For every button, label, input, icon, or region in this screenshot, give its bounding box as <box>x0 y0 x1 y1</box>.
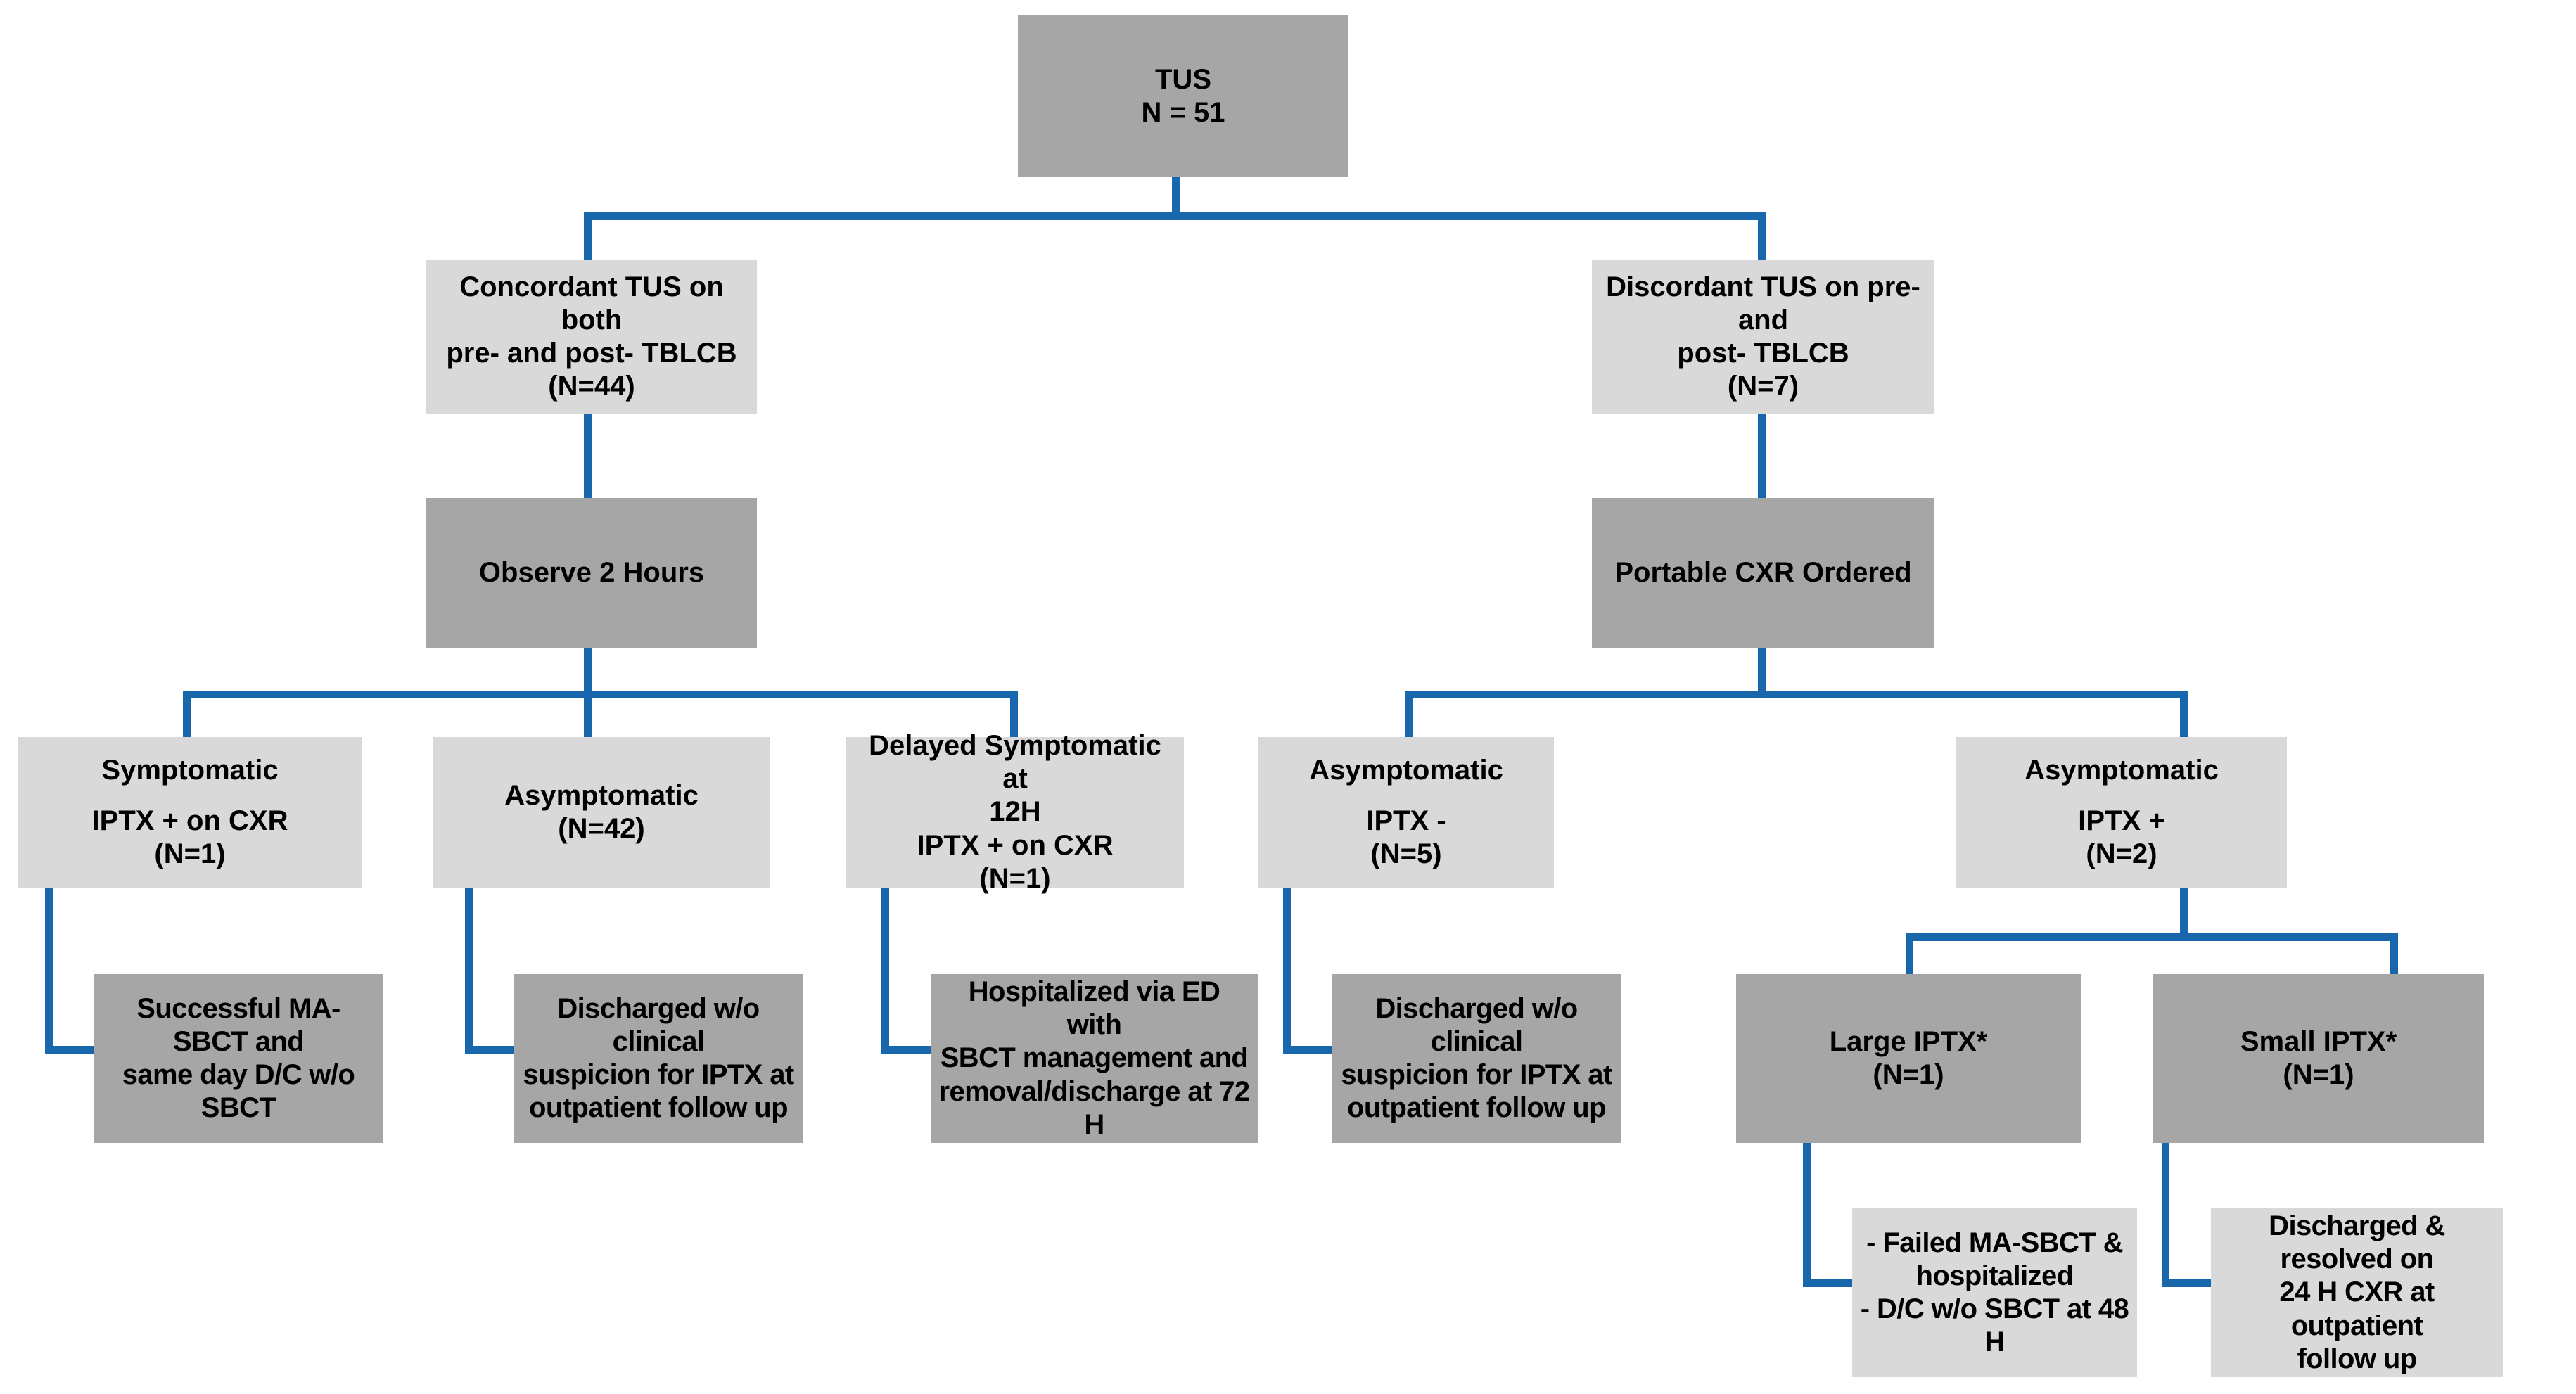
node-small-iptx-line1: Small IPTX* <box>2240 1025 2397 1057</box>
connector-observe-stem <box>584 648 592 691</box>
node-outcome-discharged-42-line2: suspicion for IPTX at <box>523 1059 794 1090</box>
node-outcome-failed-masbct[interactable]: - Failed MA-SBCT & hospitalized - D/C w/… <box>1852 1208 2137 1377</box>
node-outcome-resolved-24h-line1: Discharged & resolved on <box>2269 1210 2445 1275</box>
connector-root-right-drop <box>1758 212 1766 260</box>
node-outcome-failed-masbct-line3: - D/C w/o SBCT at 48 H <box>1860 1293 2129 1358</box>
node-asymptomatic-iptx-negative-spacer <box>1265 787 1547 805</box>
connector-small-elbow-horizontal <box>2162 1279 2211 1287</box>
node-delayed-symptomatic[interactable]: Delayed Symptomatic at 12H IPTX + on CXR… <box>846 730 1184 894</box>
connector-asymptomatic42-elbow-vertical <box>465 888 473 1054</box>
node-large-iptx[interactable]: Large IPTX* (N=1) <box>1736 974 2081 1143</box>
node-delayed-symptomatic-line4: (N=1) <box>979 862 1051 894</box>
node-outcome-hospitalized-ed-line3: removal/discharge at 72 H <box>938 1075 1251 1140</box>
connector-symptomatic-elbow-horizontal <box>45 1046 94 1054</box>
node-asymptomatic-iptx-negative-line1: Asymptomatic <box>1309 754 1503 786</box>
node-delayed-symptomatic-line3: IPTX + on CXR <box>917 829 1114 861</box>
node-asymptomatic-iptx-positive-spacer <box>1963 787 2280 805</box>
node-discordant-tus-line3: (N=7) <box>1727 371 1799 402</box>
connector-small-elbow-vertical <box>2162 1143 2169 1287</box>
node-outcome-resolved-24h-line3: follow up <box>2297 1343 2417 1374</box>
connector-discordant-to-cxr <box>1758 414 1766 498</box>
node-large-iptx-line1: Large IPTX* <box>1829 1025 1988 1057</box>
node-outcome-failed-masbct-line2: hospitalized <box>1915 1260 2074 1291</box>
node-asymptomatic-iptx-negative-line2: IPTX - <box>1366 805 1446 836</box>
node-asymptomatic-iptx-positive-line3: (N=2) <box>2086 838 2157 869</box>
node-large-iptx-line2: (N=1) <box>1873 1059 1944 1090</box>
node-tus-root-line2: N = 51 <box>1141 97 1225 128</box>
node-outcome-failed-masbct-line1: - Failed MA-SBCT & <box>1866 1227 2123 1258</box>
node-symptomatic-spacer <box>25 787 355 805</box>
connector-large-elbow-horizontal <box>1803 1279 1852 1287</box>
node-outcome-successful-masbct-line2: same day D/C w/o SBCT <box>122 1059 355 1124</box>
connector-iptxpos-drop-small <box>2390 933 2398 974</box>
connector-symptomatic-elbow-vertical <box>45 888 53 1054</box>
node-concordant-tus-line1: Concordant TUS on both <box>459 271 724 335</box>
node-discordant-tus[interactable]: Discordant TUS on pre- and post- TBLCB (… <box>1592 260 1934 414</box>
node-delayed-symptomatic-line2: 12H <box>989 796 1041 828</box>
node-outcome-resolved-24h[interactable]: Discharged & resolved on 24 H CXR at out… <box>2211 1208 2503 1377</box>
node-concordant-tus-line3: (N=44) <box>548 371 635 402</box>
node-asymptomatic-iptx-negative[interactable]: Asymptomatic IPTX - (N=5) <box>1258 737 1554 888</box>
node-outcome-hospitalized-ed[interactable]: Hospitalized via ED with SBCT management… <box>931 974 1258 1143</box>
connector-cxr-bar <box>1405 691 2188 698</box>
node-portable-cxr-ordered-label: Portable CXR Ordered <box>1614 556 1912 588</box>
connector-concordant-to-observe <box>584 414 592 498</box>
node-outcome-discharged-42[interactable]: Discharged w/o clinical suspicion for IP… <box>514 974 803 1143</box>
connector-iptxneg-elbow-horizontal <box>1283 1046 1332 1054</box>
node-symptomatic-line3: (N=1) <box>154 838 226 869</box>
node-asymptomatic-42-line1: Asymptomatic <box>504 779 699 811</box>
node-asymptomatic-42[interactable]: Asymptomatic (N=42) <box>433 737 770 888</box>
node-symptomatic-line2: IPTX + on CXR <box>91 805 288 836</box>
connector-observe-drop-delayed <box>1010 691 1018 737</box>
node-delayed-symptomatic-line1: Delayed Symptomatic at <box>869 730 1161 795</box>
node-outcome-discharged-42-line1: Discharged w/o clinical <box>557 992 760 1057</box>
node-outcome-discharged-42-line3: outpatient follow up <box>529 1092 789 1124</box>
connector-cxr-drop-iptxpos <box>2180 691 2188 737</box>
node-outcome-hospitalized-ed-line2: SBCT management and <box>940 1042 1249 1074</box>
connector-root-stem <box>1172 177 1180 212</box>
node-symptomatic-line1: Symptomatic <box>101 754 279 786</box>
node-outcome-successful-masbct[interactable]: Successful MA-SBCT and same day D/C w/o … <box>94 974 383 1143</box>
node-small-iptx[interactable]: Small IPTX* (N=1) <box>2153 974 2484 1143</box>
connector-root-bar <box>584 212 1766 220</box>
connector-delayed-elbow-horizontal <box>881 1046 931 1054</box>
node-outcome-resolved-24h-line2: 24 H CXR at outpatient <box>2279 1277 2435 1341</box>
connector-observe-drop-asymptomatic <box>584 691 592 737</box>
node-small-iptx-line2: (N=1) <box>2283 1059 2354 1090</box>
node-discordant-tus-line1: Discordant TUS on pre- and <box>1606 271 1920 335</box>
node-observe-2-hours[interactable]: Observe 2 Hours <box>426 498 757 648</box>
node-asymptomatic-iptx-negative-line3: (N=5) <box>1370 838 1442 869</box>
node-asymptomatic-iptx-positive-line2: IPTX + <box>2078 805 2165 836</box>
node-concordant-tus[interactable]: Concordant TUS on both pre- and post- TB… <box>426 260 757 414</box>
connector-cxr-stem <box>1758 648 1766 691</box>
node-tus-root-line1: TUS <box>1155 63 1211 95</box>
node-outcome-hospitalized-ed-line1: Hospitalized via ED with <box>968 976 1220 1041</box>
node-outcome-successful-masbct-line1: Successful MA-SBCT and <box>136 992 340 1057</box>
node-outcome-discharged-5-line1: Discharged w/o clinical <box>1375 992 1578 1057</box>
connector-observe-drop-symptomatic <box>183 691 191 737</box>
node-discordant-tus-line2: post- TBLCB <box>1677 338 1849 369</box>
connector-iptxneg-elbow-vertical <box>1283 888 1291 1054</box>
connector-delayed-elbow-vertical <box>881 888 889 1054</box>
connector-root-left-drop <box>584 212 592 260</box>
node-asymptomatic-42-line2: (N=42) <box>558 813 645 844</box>
connector-asymptomatic42-elbow-horizontal <box>465 1046 514 1054</box>
connector-iptxpos-drop-large <box>1906 933 1913 974</box>
connector-iptxpos-bar <box>1906 933 2398 941</box>
node-symptomatic[interactable]: Symptomatic IPTX + on CXR (N=1) <box>18 737 362 888</box>
connector-large-elbow-vertical <box>1803 1143 1811 1287</box>
node-asymptomatic-iptx-positive-line1: Asymptomatic <box>2025 754 2219 786</box>
node-tus-root[interactable]: TUS N = 51 <box>1018 15 1348 177</box>
connector-observe-bar <box>183 691 1018 698</box>
node-outcome-discharged-5-line3: outpatient follow up <box>1347 1092 1607 1124</box>
node-outcome-discharged-5[interactable]: Discharged w/o clinical suspicion for IP… <box>1332 974 1621 1143</box>
connector-iptxpos-stem <box>2180 888 2188 933</box>
node-portable-cxr-ordered[interactable]: Portable CXR Ordered <box>1592 498 1934 648</box>
node-asymptomatic-iptx-positive[interactable]: Asymptomatic IPTX + (N=2) <box>1956 737 2287 888</box>
node-concordant-tus-line2: pre- and post- TBLCB <box>446 338 737 369</box>
connector-cxr-drop-iptxneg <box>1405 691 1413 737</box>
node-observe-2-hours-label: Observe 2 Hours <box>478 556 705 588</box>
node-outcome-discharged-5-line2: suspicion for IPTX at <box>1341 1059 1612 1090</box>
